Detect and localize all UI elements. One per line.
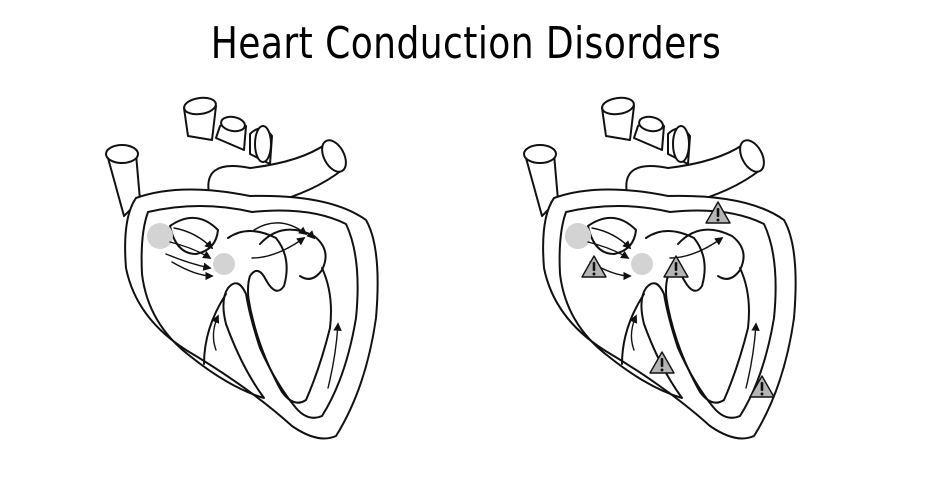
conduction-arrow <box>629 314 638 351</box>
disordered-conduction-heart <box>518 88 818 448</box>
av-node-left <box>213 253 235 275</box>
sa-node-left <box>147 223 173 249</box>
conduction-arrow <box>745 322 760 389</box>
conduction-arrow <box>251 237 306 259</box>
conduction-arrow <box>327 322 342 389</box>
conduction-arrow <box>587 241 630 259</box>
page-title: Heart Conduction Disorders <box>210 18 722 69</box>
heart-diagram-left <box>105 94 379 440</box>
conduction-arrow <box>306 230 316 240</box>
heart-diagram-right <box>523 94 797 440</box>
av-node-right <box>631 253 653 275</box>
sa-node-right <box>565 223 591 249</box>
conduction-arrow <box>169 241 212 259</box>
conduction-arrow <box>591 227 632 250</box>
conduction-arrow <box>211 314 220 351</box>
conduction-arrow <box>669 237 724 259</box>
conduction-arrow <box>253 222 308 236</box>
conduction-arrow <box>171 261 214 281</box>
conduction-arrow <box>165 253 212 271</box>
conduction-arrow <box>173 227 214 250</box>
normal-conduction-heart <box>100 88 400 448</box>
